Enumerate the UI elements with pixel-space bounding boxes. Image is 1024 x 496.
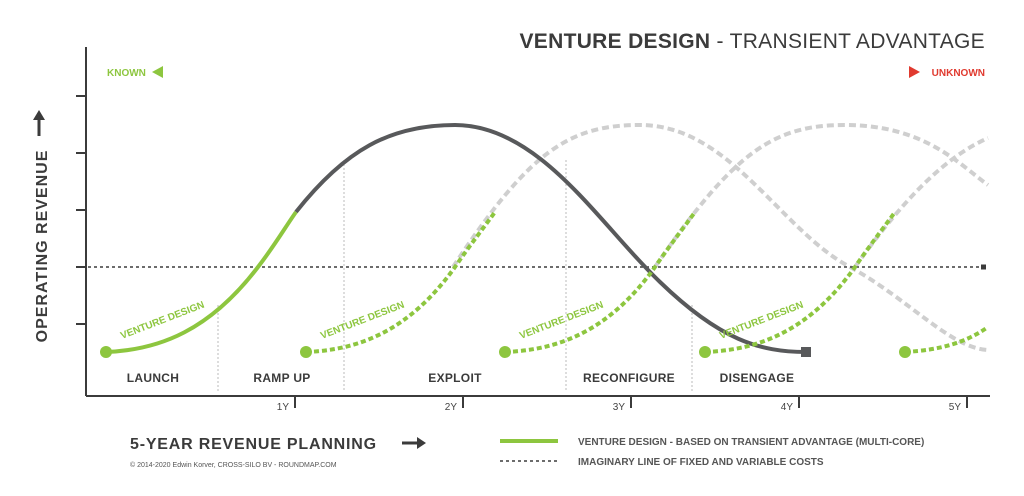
cost-line-end-marker (981, 264, 986, 270)
diagram-title: VENTURE DESIGN - TRANSIENT ADVANTAGE (519, 30, 985, 53)
venture-design-curve-5 (904, 325, 990, 354)
venture-design-start-dot (100, 346, 112, 358)
known-arrowhead-icon (152, 66, 163, 78)
venture-design-curve-3 (504, 210, 697, 354)
phase-label-disengage: DISENGAGE (720, 371, 795, 385)
copyright: © 2014-2020 Edwin Korver, CROSS-SILO BV … (130, 461, 337, 469)
venture-design-start-dot (899, 346, 911, 358)
known-label: KNOWN (107, 68, 146, 79)
future-curve-gray (451, 122, 989, 352)
x-tick-label-1y: 1Y (277, 402, 290, 413)
venture-design-curve-1 (105, 210, 298, 354)
future-curve-gray (853, 136, 989, 269)
venture-design-curve-label: VENTURE DESIGN (718, 300, 805, 342)
unknown-label: UNKNOWN (932, 68, 985, 79)
legend-label-cost-line: IMAGINARY LINE OF FIXED AND VARIABLE COS… (578, 457, 824, 468)
y-axis-label: OPERATING REVENUE (34, 150, 51, 343)
x-tick-label-5y: 5Y (949, 402, 962, 413)
phase-label-ramp-up: RAMP UP (253, 371, 310, 385)
venture-design-start-dot (300, 346, 312, 358)
legend-label-venture-design: VENTURE DESIGN - BASED ON TRANSIENT ADVA… (578, 437, 924, 448)
venture-design-curve-2 (305, 210, 497, 354)
phase-label-exploit: EXPLOIT (428, 371, 482, 385)
title-light: TRANSIENT ADVANTAGE (730, 30, 985, 53)
title-separator: - (710, 30, 729, 53)
future-curve-gray (653, 122, 990, 269)
planning-label: 5-YEAR REVENUE PLANNING (130, 436, 377, 453)
venture-design-curve-4 (704, 210, 897, 354)
venture-design-curve-label: VENTURE DESIGN (319, 300, 406, 342)
phase-label-reconfigure: RECONFIGURE (583, 371, 675, 385)
phase-label-launch: LAUNCH (127, 371, 179, 385)
venture-design-curve-label: VENTURE DESIGN (518, 300, 605, 342)
main-curve-dark (294, 122, 807, 354)
venture-design-curve-label: VENTURE DESIGN (119, 300, 206, 342)
venture-design-start-dot (499, 346, 511, 358)
x-tick-label-2y: 2Y (445, 402, 458, 413)
x-tick-label-3y: 3Y (613, 402, 626, 413)
unknown-arrowhead-icon (909, 66, 920, 78)
x-tick-label-4y: 4Y (781, 402, 794, 413)
title-bold: VENTURE DESIGN (519, 30, 710, 53)
venture-design-start-dot (699, 346, 711, 358)
main-curve-end-marker (801, 347, 811, 357)
up-arrow-icon (33, 110, 45, 120)
right-arrow-icon (417, 437, 426, 449)
